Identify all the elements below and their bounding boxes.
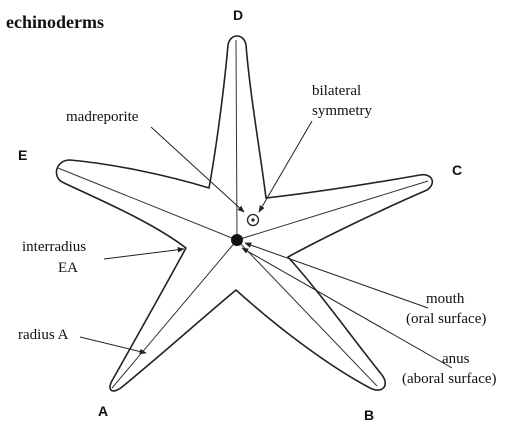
starfish-outline <box>56 36 432 391</box>
label-anus-line2: (aboral surface) <box>402 371 497 387</box>
label-madreporite: madreporite <box>66 109 139 125</box>
label-radius-a: radius A <box>18 327 69 343</box>
diagram-title: echinoderms <box>6 12 104 32</box>
label-mouth-line2: (oral surface) <box>406 311 486 327</box>
arm-label-b: B <box>364 407 374 423</box>
arm-label-e: E <box>18 147 27 163</box>
label-interradius-line2: EA <box>58 260 78 276</box>
interradius-pointer <box>104 249 184 259</box>
mouth-dot <box>231 234 243 246</box>
arm-label-d: D <box>233 7 243 23</box>
madreporite-center <box>251 218 254 221</box>
arm-label-a: A <box>98 403 108 419</box>
label-bilateral-line2: symmetry <box>312 103 372 119</box>
arm-label-c: C <box>452 162 462 178</box>
radius-a-line <box>112 240 237 388</box>
label-mouth-line1: mouth <box>426 291 465 307</box>
label-bilateral-line1: bilateral <box>312 83 361 99</box>
label-interradius-line1: interradius <box>22 239 86 255</box>
